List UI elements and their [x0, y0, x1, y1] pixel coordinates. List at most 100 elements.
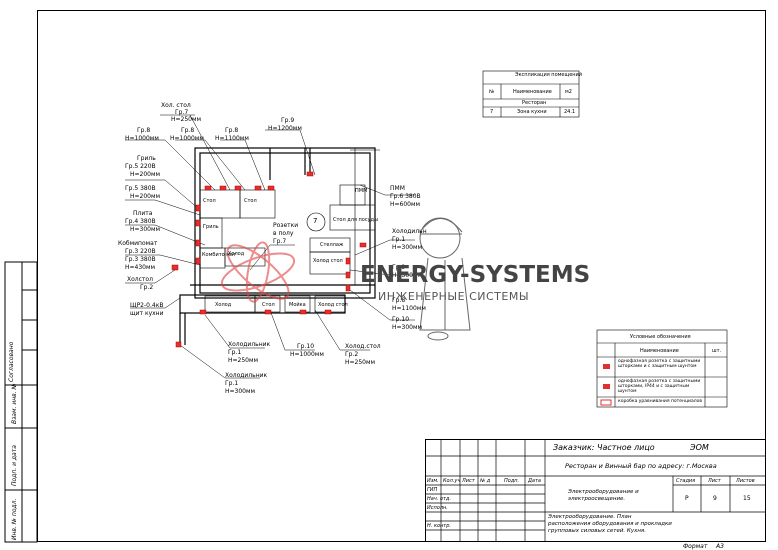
label-holstol-left: Холстол: [127, 276, 153, 283]
label-gr8b: Гр.8: [181, 127, 195, 134]
tb-customer: Заказчик: Частное лицо: [553, 443, 655, 452]
tb-object: Ресторан и Винный бар по адресу: г.Москв…: [565, 462, 717, 470]
plan-stol-posuda: Стол для посуды: [333, 217, 378, 223]
legend-symbols: [600, 364, 612, 406]
label-pmm: ПММ: [390, 185, 405, 192]
tb-sheet-h: Лист: [708, 478, 721, 484]
plan-holod: Холод: [228, 251, 245, 257]
label-gr8a-h: Н=1000мм: [125, 135, 159, 142]
label-gril: Гриль: [137, 155, 156, 162]
legend-col-qty: шт.: [712, 348, 722, 354]
tb-section-name: Электрооборудование и электроосвещение.: [568, 489, 639, 502]
label-gr9r: Гр.9: [392, 264, 406, 271]
label-rozetki: Розетки: [273, 222, 299, 229]
label-gr8b-h: Н=1000мм: [170, 135, 204, 142]
label-holstol-b-gr: Гр.2: [345, 351, 359, 358]
plan-stellazh: Стеллаж: [320, 242, 344, 248]
tb-h-data: Дата: [528, 478, 541, 484]
socket-markers: [171, 171, 367, 348]
tb-format: А3: [716, 543, 724, 550]
label-shr-sub: щит кухни: [130, 310, 164, 317]
plan-kombi: Комбито мат: [202, 252, 237, 258]
label-gr8r-h: Н=1100мм: [392, 305, 426, 312]
legend-row-1: однофазная розетка с защитными шторками …: [618, 359, 701, 369]
legend-table: [596, 329, 728, 408]
label-holodb2-gr: Гр.1: [225, 380, 239, 387]
label-gr8r: Гр.8: [392, 297, 406, 304]
brand-watermark-sub: ИНЖЕНЕРНЫЕ СИСТЕМЫ: [378, 290, 530, 303]
tb-h-koluch: Кол.уч: [443, 478, 461, 484]
tb-h-list: Лист: [462, 478, 475, 484]
label-gr8c: Гр.8: [225, 127, 239, 134]
plan-gril: Гриль: [203, 224, 219, 230]
label-gr9-h: Н=1200мм: [268, 125, 302, 132]
drawing-frame: [37, 10, 766, 542]
plan-stol-2: Стол: [244, 198, 257, 204]
explication-section: Ресторан: [522, 100, 547, 106]
label-hol-stol-top-h: Н=250мм: [171, 116, 202, 123]
label-holstol-b: Холод.стол: [345, 343, 381, 350]
legend-row-3: коробка уравнивания потенциалов: [618, 399, 703, 404]
room-number: 7: [313, 217, 318, 225]
label-gr9: Гр.9: [281, 117, 295, 124]
label-holodb2-h: Н=300мм: [225, 388, 256, 395]
label-holodb1: Холодильник: [228, 341, 271, 348]
label-holodb1-h: Н=250мм: [228, 357, 259, 364]
explication-col-no: №: [489, 89, 495, 95]
label-holod-r-h: Н=300мм: [392, 244, 423, 251]
label-rozetki-gr: Гр.7: [273, 238, 287, 245]
explication-title: Экспликация помещений: [515, 72, 583, 78]
title-block: [425, 439, 766, 542]
logo-swirl: [220, 241, 296, 303]
plan-stol-bottom: Стол: [262, 302, 275, 308]
label-gr10r-h: Н=300мм: [392, 324, 423, 331]
tb-stage: Р: [685, 495, 689, 502]
explication-col-name: Наименование: [513, 89, 552, 95]
explication-row-no: 7: [490, 109, 494, 115]
label-holodb1-gr: Гр.1: [228, 349, 242, 356]
legend-col-name: Наименование: [640, 348, 679, 354]
tb-ispoln: Исполн.: [427, 505, 448, 511]
tb-h-ndok: № д: [480, 478, 491, 484]
plan-moika: Мойка: [289, 302, 306, 308]
label-hol-stol-top-gr: Гр.7: [175, 109, 189, 116]
brand-watermark: ENERGY-SYSTEMS: [360, 262, 591, 288]
label-gr10b: Гр.10: [297, 343, 315, 350]
label-gril-h: Н=200мм: [130, 171, 161, 178]
label-gr8c-h: Н=1100мм: [215, 135, 249, 142]
label-holodb2: Холодильник: [225, 372, 268, 379]
engineer-mascot: [419, 217, 471, 341]
title-block-grid: [425, 439, 766, 542]
label-kombi-gr1: Гр.3 220В: [125, 248, 156, 255]
plan-pmm: ПММ: [355, 188, 368, 194]
tb-sheet: 9: [713, 495, 717, 502]
label-holstol-left-gr: Гр.2: [140, 284, 154, 291]
explication-row-area: 24.1: [564, 109, 576, 115]
tb-h-izm: Изм.: [427, 478, 439, 484]
stamp-replace-inv: Взам. инв. №: [11, 383, 18, 424]
label-gr9r-h: Н=300мм: [392, 272, 423, 279]
tb-nach-otd: Нач. отд.: [427, 496, 451, 502]
explication-row-name: Зона кухни: [517, 109, 547, 115]
label-holstol-b-h: Н=250мм: [345, 359, 376, 366]
label-holod-r: Холодильн: [392, 228, 427, 235]
plan-stol: Стол: [203, 198, 216, 204]
explication-col-area: м2: [565, 89, 572, 95]
label-plita-h: Н=300мм: [130, 226, 161, 233]
label-gr8a: Гр.8: [137, 127, 151, 134]
plan-holod-bottom: Холод: [215, 302, 232, 308]
label-plita: Плита: [133, 210, 153, 217]
stamp-inv-original: Инв. № подл.: [11, 498, 18, 540]
tb-sheets-h: Листов: [736, 478, 755, 484]
label-rozetki-2: в полу: [273, 230, 294, 237]
tb-drawing-name: Электрооборудование. План расположения о…: [548, 514, 672, 534]
tb-n-kontr: Н. контр.: [427, 523, 451, 529]
tb-code: ЭОМ: [690, 443, 709, 452]
plan-holod-stol: Холод стол: [313, 258, 343, 264]
label-shr: ЩР2-0.4кВ: [130, 302, 164, 309]
explication-table: [482, 70, 580, 118]
label-gr5-h: Н=200мм: [130, 193, 161, 200]
label-gr10b-h: Н=1000мм: [290, 351, 324, 358]
leader-lines: [125, 114, 415, 379]
